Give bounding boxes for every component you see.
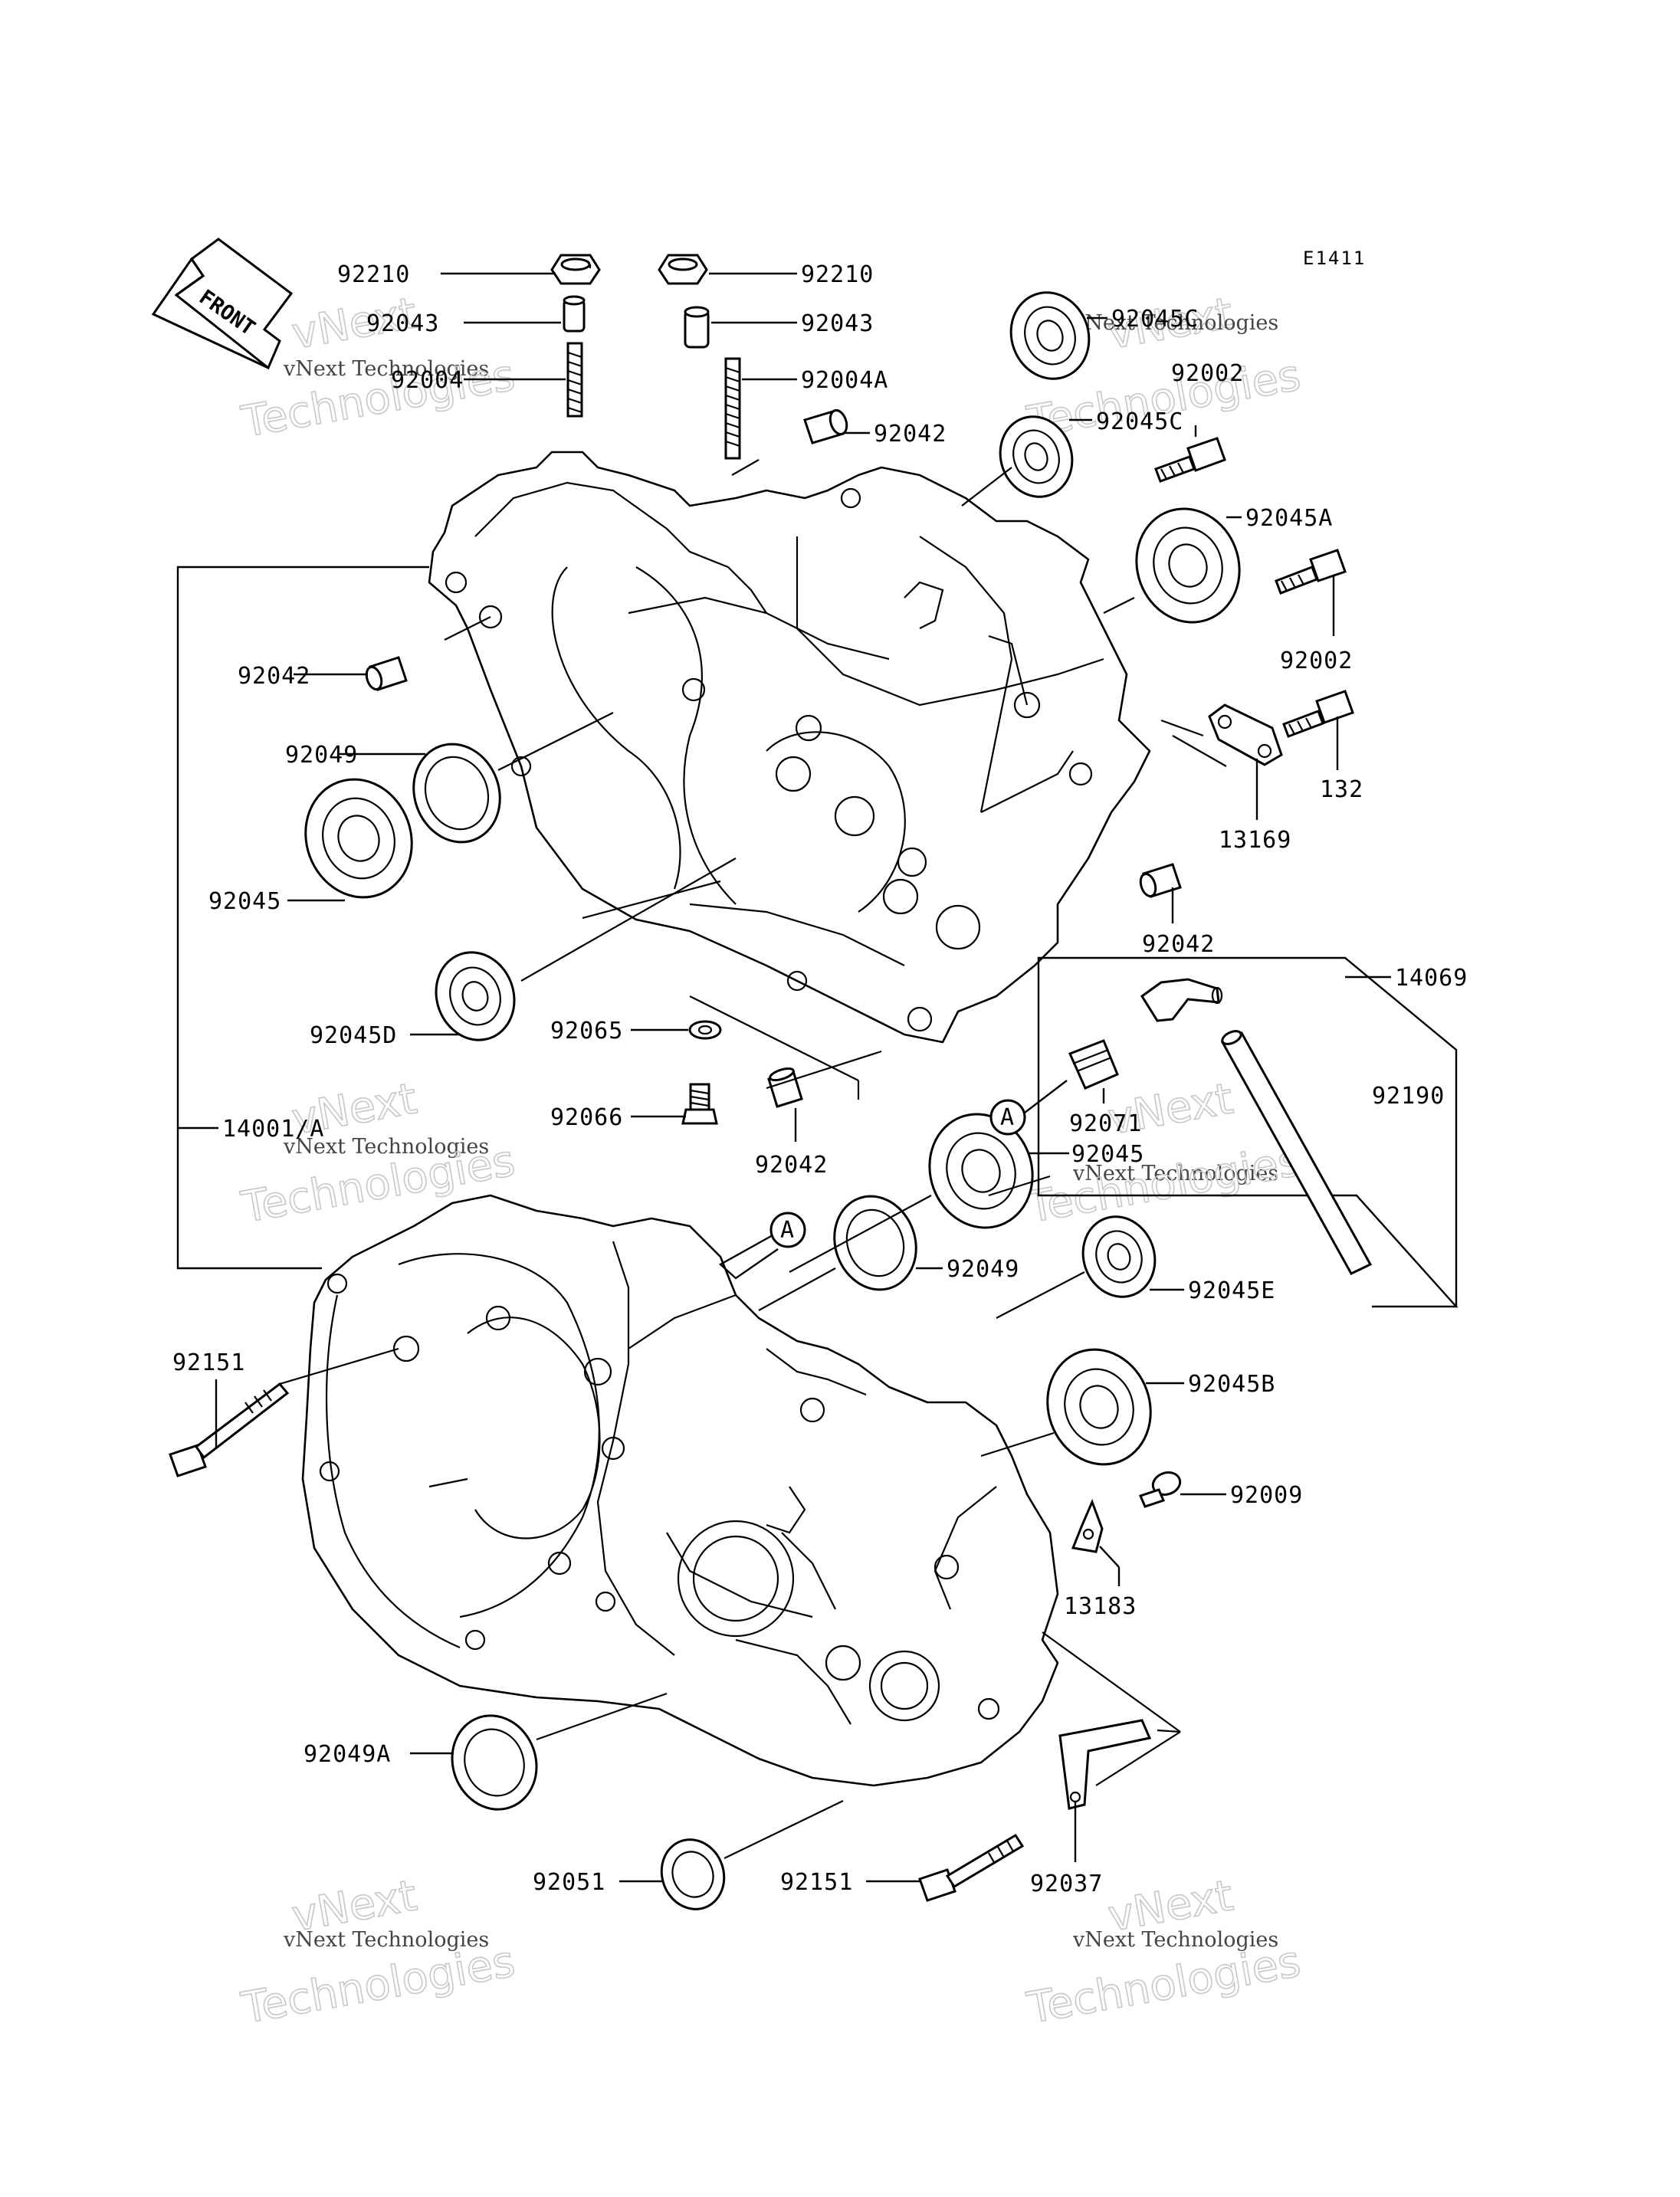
label-92004: 92004 (391, 367, 464, 394)
dowel-92042-right (1139, 863, 1182, 898)
clamp-92071 (1068, 1039, 1119, 1090)
bolt-92151-bottom (918, 1833, 1025, 1902)
label-92045-left: 92045 (208, 888, 281, 915)
label-92045C-top: 92045C (1111, 306, 1199, 333)
part-labels: 92210 92043 92004 92210 92043 92004A 920… (172, 261, 1468, 1897)
watermark-caption: vNext Technologies (283, 1928, 489, 1952)
seal-92049-top (412, 743, 501, 844)
diagram-code: E1411 (1303, 248, 1366, 269)
label-13169: 13169 (1219, 827, 1291, 854)
bracket-92037 (1058, 1719, 1152, 1810)
plate-13183 (1071, 1498, 1104, 1553)
seal-92049-center (833, 1195, 917, 1291)
group-bracket-14069 (1037, 956, 1459, 1308)
bearing-92045C-top (1009, 291, 1091, 380)
watermark-caption: vNext Technologies (1072, 1162, 1278, 1185)
label-92045E: 92045E (1188, 1277, 1275, 1304)
label-13183: 13183 (1064, 1593, 1137, 1620)
label-92049A: 92049A (304, 1741, 391, 1768)
ref-marker-A-lower: A (718, 1212, 806, 1280)
bearing-92045B (1046, 1348, 1152, 1466)
bolt-92002-mid (1275, 549, 1347, 595)
bearing-92045A (1135, 507, 1241, 624)
label-92045A: 92045A (1245, 505, 1333, 532)
label-92065: 92065 (550, 1018, 623, 1044)
watermark-caption: vNext Technologies (1072, 311, 1278, 335)
bolt-92151-left (169, 1382, 290, 1477)
watermark-tech: Technologies (1023, 1136, 1304, 1233)
label-14069: 14069 (1395, 965, 1468, 992)
stud-92004 (566, 342, 583, 418)
watermark-caption: vNext Technologies (1072, 1928, 1278, 1952)
dowel-92042-top (803, 408, 848, 444)
washer-92065 (688, 1020, 722, 1040)
label-92043-left: 92043 (366, 310, 439, 337)
label-92210-left: 92210 (337, 261, 410, 288)
label-92045C-mid: 92045C (1096, 408, 1183, 435)
label-92071: 92071 (1069, 1110, 1142, 1137)
label-92002-top: 92002 (1171, 360, 1244, 387)
plate-13169 (1208, 703, 1283, 766)
label-92151-left: 92151 (172, 1349, 245, 1376)
watermark-caption: vNext Technologies (283, 1135, 489, 1159)
label-92042-center: 92042 (755, 1152, 828, 1179)
label-92042-top: 92042 (874, 421, 947, 448)
bolt-132 (1282, 690, 1354, 738)
label-92151-bottom: 92151 (780, 1869, 853, 1896)
watermark-mid-left: vNext vNext Technologies Technologies (237, 1074, 519, 1234)
label-92190: 92190 (1372, 1083, 1445, 1110)
label-92045D: 92045D (310, 1022, 397, 1049)
dowel-92042-left (365, 656, 408, 691)
watermark-caption: vNext Technologies (283, 357, 489, 381)
label-92009: 92009 (1230, 1482, 1303, 1509)
bearing-92045-center (928, 1113, 1034, 1229)
screw-92009 (1138, 1471, 1182, 1508)
upper-crankcase (428, 451, 1151, 1044)
stud-assembly-left (550, 254, 601, 418)
bearing-92045D (435, 951, 516, 1041)
label-132: 132 (1320, 776, 1363, 803)
elbow-fitting-14069 (1140, 978, 1223, 1022)
label-92049-center: 92049 (947, 1256, 1019, 1283)
label-92066: 92066 (550, 1104, 623, 1131)
label-92042-right: 92042 (1142, 931, 1215, 958)
label-92037: 92037 (1030, 1871, 1103, 1897)
leader-lines (215, 272, 1339, 1883)
dowel-92042-center (767, 1067, 803, 1108)
bearing-92045C-mid (999, 415, 1074, 498)
label-92210-right: 92210 (801, 261, 874, 288)
label-92045-center: 92045 (1071, 1141, 1144, 1168)
hose-92190 (1220, 1030, 1373, 1275)
stud-assembly-right (658, 254, 741, 460)
label-92042-left: 92042 (238, 663, 310, 690)
plug-92066 (681, 1083, 718, 1125)
label-92051: 92051 (533, 1869, 605, 1896)
lower-crankcase (301, 1194, 1059, 1787)
label-92049-top: 92049 (285, 742, 358, 769)
ref-marker-A-upper: A (989, 1080, 1068, 1136)
svg-text:A: A (780, 1217, 795, 1244)
group-bracket-14001A (176, 566, 429, 1270)
label-92004A: 92004A (801, 367, 888, 394)
front-arrow-icon: FRONT (151, 238, 294, 370)
label-14001A: 14001/A (222, 1116, 324, 1143)
svg-text:A: A (1000, 1104, 1015, 1131)
watermark-bottom-left: vNext vNext Technologies Technologies (237, 1871, 519, 2035)
bearing-92045-left (304, 778, 413, 899)
bearing-92045E (1081, 1215, 1157, 1298)
label-92002-mid: 92002 (1280, 648, 1353, 674)
label-92043-right: 92043 (801, 310, 874, 337)
seal-92049A (451, 1714, 538, 1811)
bolt-92002-top (1154, 437, 1226, 483)
seal-92051 (660, 1838, 726, 1910)
label-92045B: 92045B (1188, 1371, 1275, 1398)
